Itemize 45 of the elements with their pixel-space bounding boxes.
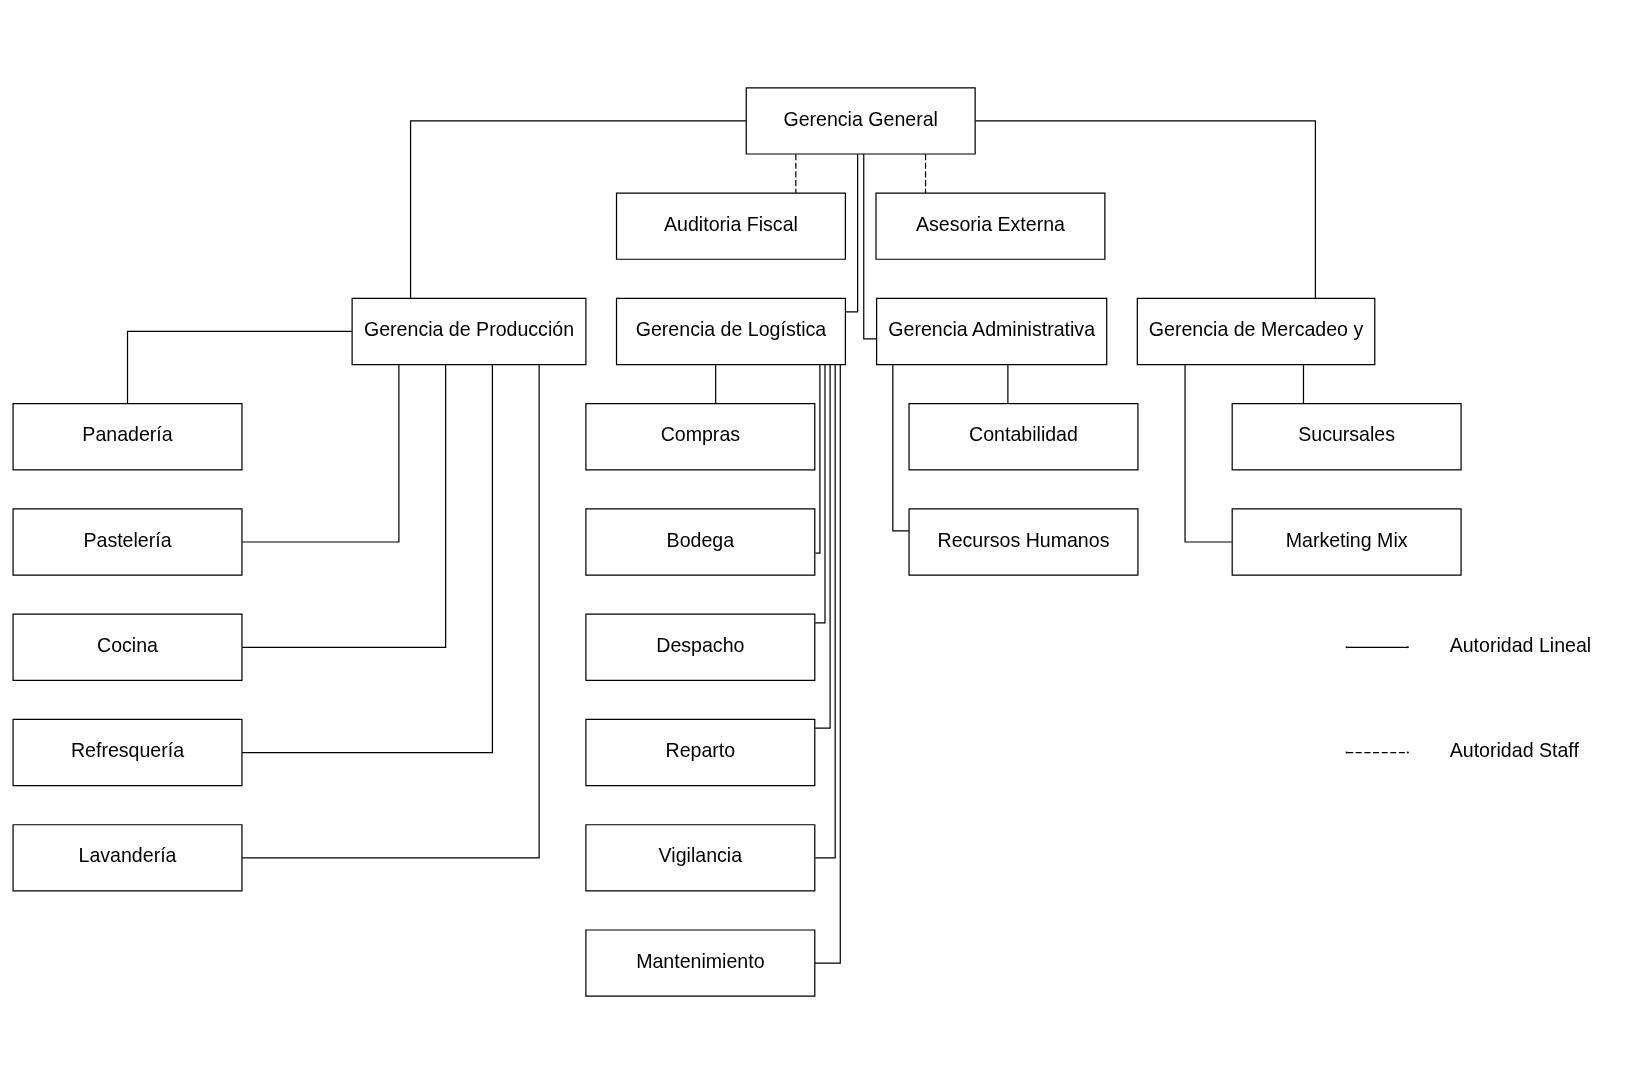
connector (241, 364, 447, 648)
connector (1302, 364, 1305, 405)
connector (892, 364, 910, 532)
node-box: Gerencia General (745, 87, 976, 155)
node-box: Gerencia de Logística (615, 297, 846, 366)
node-box: Sucursales (1231, 403, 1462, 471)
connector (924, 153, 927, 194)
node-box: Gerencia de Mercadeo y (1136, 297, 1376, 366)
connector (814, 364, 836, 859)
node-box: Gerencia de Producción (351, 297, 587, 366)
node-box: Panadería (12, 403, 243, 471)
node-box: Refresquería (12, 718, 243, 787)
node-box: Compras (585, 403, 816, 471)
connector (126, 330, 353, 405)
node-box: Asesoria Externa (875, 192, 1106, 260)
node-box: Mantenimiento (585, 929, 816, 997)
connector (814, 364, 831, 729)
node-box: Vigilancia (585, 824, 816, 892)
connector (1007, 364, 1009, 405)
connector (814, 364, 821, 554)
connector (241, 364, 540, 859)
connector (241, 364, 493, 754)
connector (814, 363, 841, 964)
connector (844, 153, 859, 313)
node-box: Pastelería (12, 508, 243, 576)
node-box: Cocina (12, 613, 243, 681)
connector (1184, 364, 1233, 543)
connector (409, 120, 747, 299)
connector (241, 364, 400, 543)
node-box: Despacho (585, 613, 816, 681)
node-box: Lavandería (12, 824, 243, 892)
node-box: Gerencia Administrativa (876, 297, 1108, 366)
node-box: Recursos Humanos (908, 508, 1139, 576)
node-box: Bodega (585, 508, 816, 576)
node-box: Reparto (585, 718, 816, 787)
legend-label: Autoridad Lineal (1449, 633, 1592, 656)
connector (814, 364, 826, 624)
node-box: Contabilidad (908, 403, 1139, 471)
node-box: Marketing Mix (1231, 508, 1462, 576)
legend-label: Autoridad Staff (1449, 739, 1579, 762)
node-box: Auditoria Fiscal (615, 192, 846, 260)
connector (863, 153, 878, 340)
connector (974, 120, 1316, 299)
connector (715, 364, 717, 405)
connector (795, 153, 797, 194)
